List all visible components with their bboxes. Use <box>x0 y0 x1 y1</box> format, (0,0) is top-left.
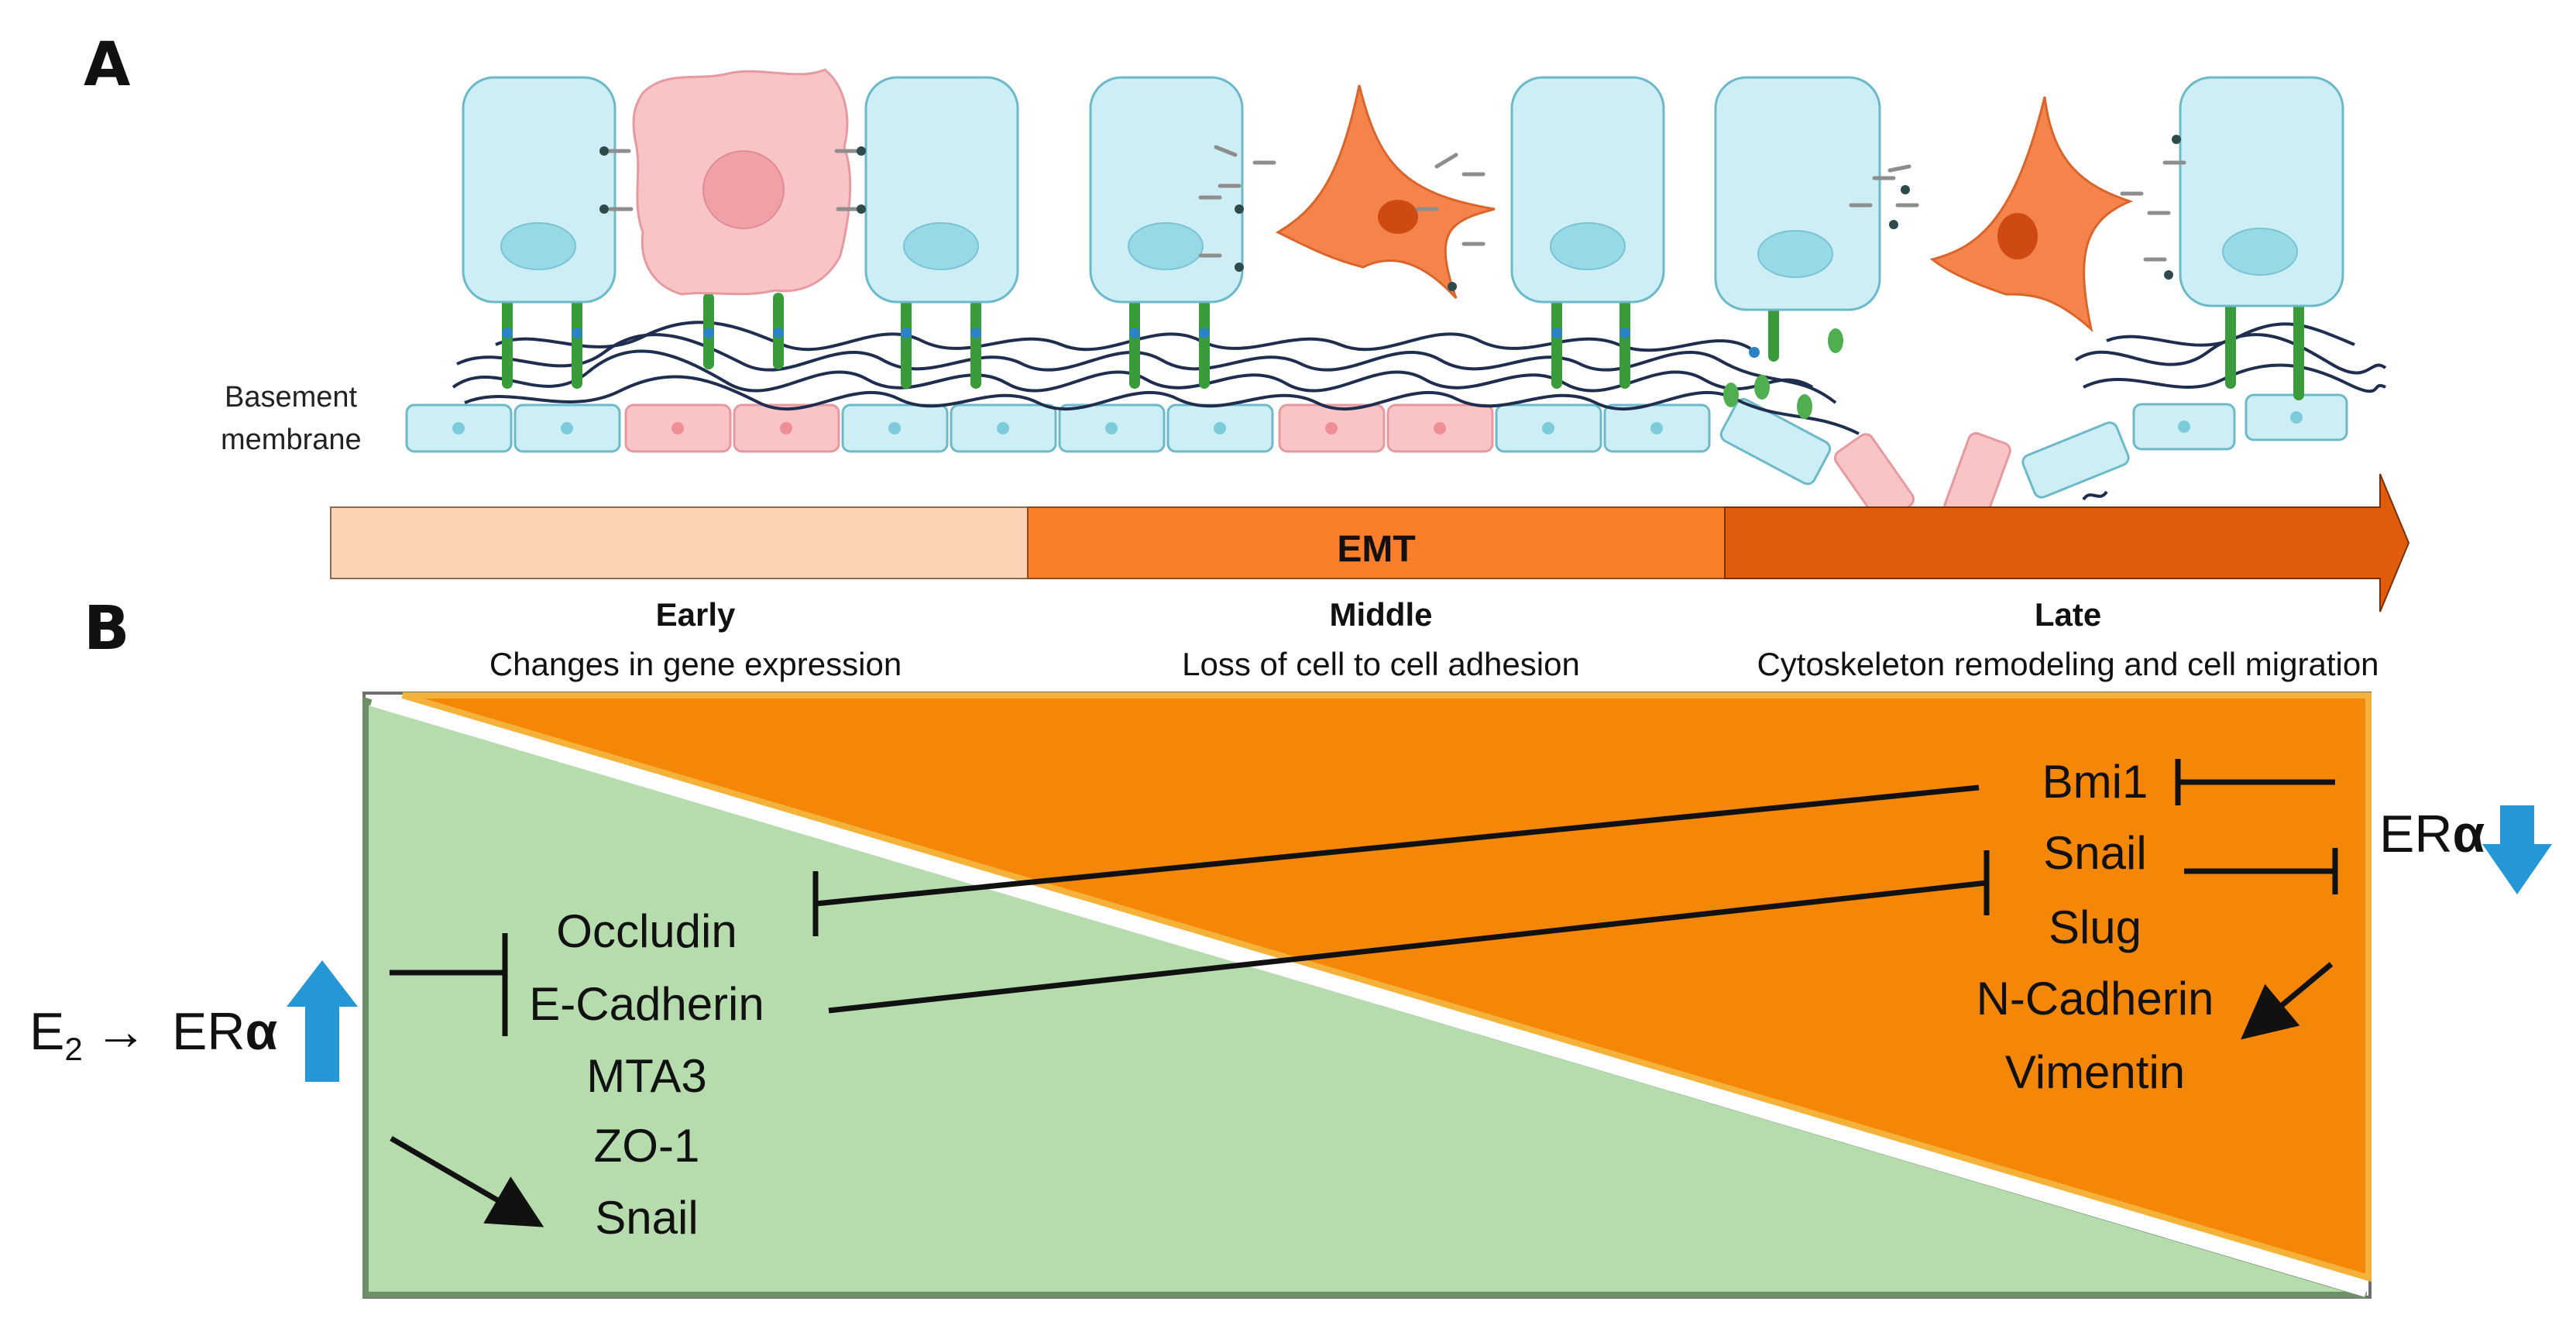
stage-late-title: Late <box>2035 596 2101 633</box>
marker-slug: Slug <box>2049 901 2142 953</box>
mesenchymal-markers: Bmi1 Snail Slug N-Cadherin Vimentin <box>1977 756 2214 1098</box>
epithelial-markers: Occludin E-Cadherin MTA3 ZO-1 Snail <box>529 905 764 1244</box>
detached-adhesion-pieces <box>1723 328 1843 419</box>
marker-mta3: MTA3 <box>586 1050 707 1102</box>
marker-occludin: Occludin <box>556 905 737 957</box>
stage-late-band <box>1724 473 2410 613</box>
basement-label-line2: membrane <box>221 424 362 456</box>
stage-early-band <box>330 506 1029 579</box>
up-arrow-icon <box>287 960 358 1082</box>
stage-middle-description: Loss of cell to cell adhesion <box>1182 646 1580 682</box>
mesenchymal-cells <box>1275 84 2134 333</box>
e2-label: E2 <box>29 1002 83 1067</box>
marker-snail-left: Snail <box>595 1192 698 1244</box>
transitioning-cell <box>632 68 852 296</box>
er-alpha-right-label: ERα <box>2379 805 2485 863</box>
stage-middle-band <box>1027 506 1726 579</box>
emt-progress-arrow <box>330 473 2410 613</box>
marker-snail-right: Snail <box>2043 827 2146 879</box>
expression-gradient <box>362 692 2372 1299</box>
marker-n-cadherin: N-Cadherin <box>1977 973 2214 1025</box>
basement-membrane-cells <box>405 393 2348 525</box>
junction-fragments <box>606 145 2186 262</box>
basement-label-line1: Basement <box>225 381 358 414</box>
stage-early-title: Early <box>656 596 736 633</box>
panel-b-label: B <box>84 594 129 664</box>
basement-membrane-fibers <box>452 321 2387 501</box>
marker-e-cadherin: E-Cadherin <box>529 978 764 1030</box>
marker-zo-1: ZO-1 <box>594 1120 700 1172</box>
adhesion-beads <box>502 328 1760 358</box>
marker-bmi1: Bmi1 <box>2042 756 2148 808</box>
epithelial-cells <box>462 76 2344 311</box>
activation-arrow-glyph: → <box>94 1002 147 1061</box>
marker-vimentin: Vimentin <box>2005 1046 2185 1098</box>
adhesion-stalks <box>502 293 2304 400</box>
down-arrow-icon <box>2482 805 2552 894</box>
junction-dots <box>599 135 2181 291</box>
stage-late-description: Cytoskeleton remodeling and cell migrati… <box>1757 646 2379 682</box>
er-alpha-left-label: ERα <box>172 1002 277 1061</box>
stage-middle-title: Middle <box>1330 596 1433 633</box>
stage-early-description: Changes in gene expression <box>489 646 902 682</box>
mesenchymal-triangle <box>401 692 2372 1282</box>
e2-er-alpha-driver: E2 → ERα <box>29 960 358 1082</box>
er-alpha-right-driver: ERα <box>2379 805 2552 894</box>
panel-a-label: A <box>84 30 130 100</box>
regulatory-edges <box>390 759 2338 1227</box>
emt-label: EMT <box>1337 529 1415 570</box>
